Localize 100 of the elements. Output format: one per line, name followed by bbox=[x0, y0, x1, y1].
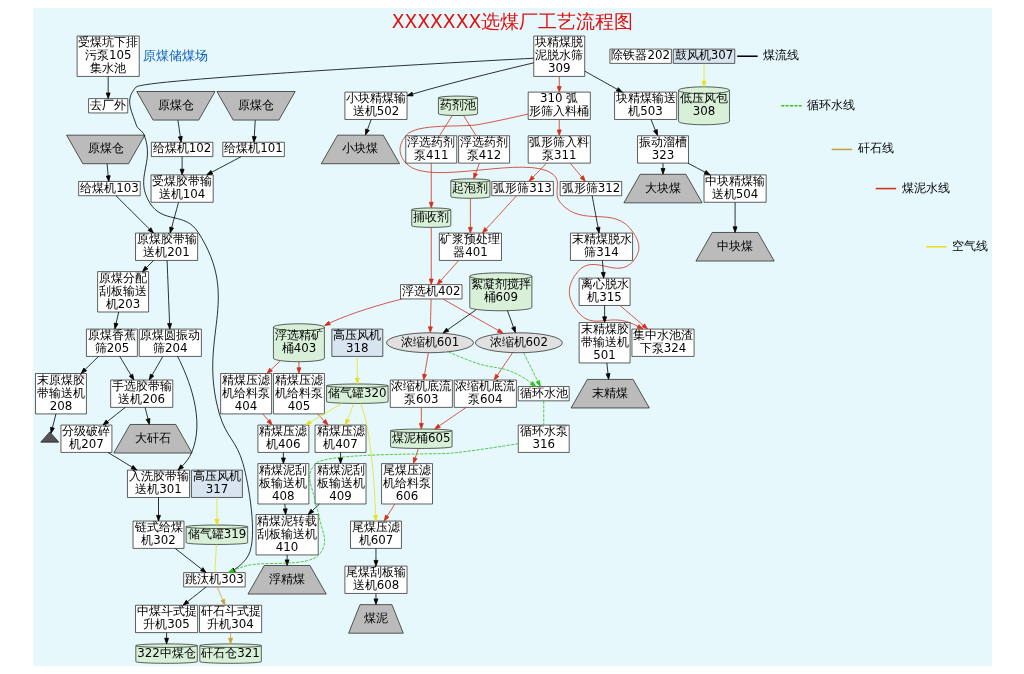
arrow bbox=[344, 403, 354, 426]
arrow bbox=[660, 162, 665, 175]
arrow bbox=[304, 403, 342, 426]
arrow bbox=[472, 162, 480, 180]
arrow bbox=[556, 76, 562, 93]
arrow bbox=[107, 452, 137, 471]
arrow bbox=[447, 351, 536, 387]
node-box: 精煤压滤机给料泵405 bbox=[272, 373, 325, 415]
arrow bbox=[155, 497, 161, 522]
arrow bbox=[177, 119, 183, 143]
arrow bbox=[163, 632, 169, 645]
arrow bbox=[412, 448, 419, 464]
arrow bbox=[80, 356, 99, 374]
node-box: 精煤压滤机406 bbox=[257, 424, 309, 453]
node-box: 精煤压滤机407 bbox=[314, 424, 366, 453]
arrow bbox=[144, 407, 150, 425]
node-box: 原煤分配刮板输送机203 bbox=[96, 271, 149, 313]
arrow bbox=[316, 413, 328, 426]
node-box: 小块精煤输送机502 bbox=[344, 91, 407, 120]
arrow bbox=[442, 309, 476, 334]
arrow bbox=[216, 586, 225, 606]
label: 原煤储煤场 bbox=[142, 47, 208, 63]
arrow bbox=[481, 195, 517, 234]
arrow bbox=[282, 503, 288, 515]
arrow bbox=[569, 162, 586, 182]
arrow bbox=[49, 413, 56, 434]
node-box: 精煤泥转载刮板输送机410 bbox=[255, 514, 318, 556]
arrow bbox=[176, 356, 197, 471]
arrow bbox=[266, 360, 280, 374]
arrow bbox=[433, 407, 467, 430]
arrow bbox=[105, 163, 111, 182]
arrow bbox=[600, 260, 606, 279]
arrow bbox=[359, 403, 378, 522]
arrow bbox=[118, 356, 134, 381]
arrow bbox=[528, 162, 547, 182]
arrow bbox=[373, 593, 378, 605]
node-box: 原煤圆振动筛204 bbox=[138, 328, 202, 357]
arrow bbox=[406, 62, 534, 97]
arrow bbox=[373, 548, 378, 567]
legend-label: 空气线 bbox=[951, 238, 988, 253]
node-box: 精煤泥刮板输送机409 bbox=[314, 463, 366, 505]
node-box: 原煤香蕉筛205 bbox=[85, 328, 138, 357]
node-box: 鼓风机307 bbox=[672, 48, 735, 64]
arrow bbox=[227, 632, 233, 645]
arrow bbox=[364, 119, 372, 136]
arrow bbox=[421, 352, 429, 381]
connector bbox=[213, 544, 217, 573]
node-box: 浮选机402 bbox=[399, 284, 462, 300]
node-box: 块精煤脱泥脱水筛309 bbox=[532, 35, 585, 77]
arrow bbox=[701, 63, 706, 88]
arrow bbox=[280, 452, 286, 464]
arrow bbox=[427, 298, 433, 333]
node-ellipse: 浓缩机601 bbox=[385, 332, 474, 353]
arrow bbox=[168, 202, 179, 234]
node-box: 浓缩机底流泵604 bbox=[453, 379, 517, 408]
node-box: 矸石斗式提升机304 bbox=[198, 604, 262, 633]
node-box: 去厂外 bbox=[87, 98, 128, 114]
arrow bbox=[601, 305, 607, 323]
legend-label: 循环水线 bbox=[806, 97, 855, 112]
arrow bbox=[174, 548, 206, 574]
node-ellipse: 浓缩机602 bbox=[474, 332, 563, 353]
node-box: 末精煤脱水筛314 bbox=[569, 232, 633, 261]
node-box: 中块精煤输送机504 bbox=[703, 174, 766, 203]
node-box: 给煤机101 bbox=[222, 142, 285, 157]
arrow bbox=[337, 452, 343, 464]
arrow bbox=[436, 260, 459, 286]
arrow bbox=[650, 119, 658, 136]
arrow bbox=[428, 162, 434, 209]
arrow bbox=[205, 156, 242, 176]
arrow bbox=[102, 407, 126, 426]
arrow bbox=[354, 356, 360, 385]
connector bbox=[462, 115, 476, 136]
arrow bbox=[584, 70, 623, 93]
node-box: 弧形筛312 bbox=[559, 181, 622, 197]
node-box: 尾煤刮板输送机608 bbox=[344, 565, 407, 594]
node-box: 矿浆预处理器401 bbox=[438, 232, 502, 261]
arrow bbox=[182, 586, 206, 606]
node-box: 跳汰机303 bbox=[182, 572, 245, 588]
node-box: 链式给煤机302 bbox=[132, 520, 184, 549]
node-box: 入洗胶带输送机301 bbox=[126, 469, 190, 498]
arrow bbox=[418, 407, 424, 430]
arrow bbox=[113, 311, 119, 330]
node-box: 手选胶带输送机206 bbox=[109, 379, 173, 408]
node-box: 310 弧形筛入料桶 bbox=[527, 91, 591, 120]
node-box: 弧形筛313 bbox=[491, 181, 554, 197]
node-box: 离心脱水机315 bbox=[578, 277, 630, 306]
arrow bbox=[522, 352, 541, 387]
node-box: 精煤泥刮板输送机408 bbox=[257, 463, 309, 505]
node-box: 尾煤压滤机607 bbox=[349, 520, 402, 549]
legend-label: 煤流线 bbox=[762, 48, 799, 63]
node-box: 分级破碎机207 bbox=[60, 424, 112, 453]
arrow bbox=[493, 352, 513, 381]
node-box: 高压风机317 bbox=[190, 469, 243, 498]
arrow bbox=[296, 361, 301, 374]
node-box: 给煤机103 bbox=[77, 181, 140, 197]
diagram-title: XXXXXXX选煤厂工艺流程图 bbox=[391, 10, 633, 32]
arrow bbox=[619, 305, 648, 330]
arrow bbox=[148, 356, 163, 381]
arrow bbox=[591, 195, 600, 234]
arrow bbox=[284, 554, 289, 566]
